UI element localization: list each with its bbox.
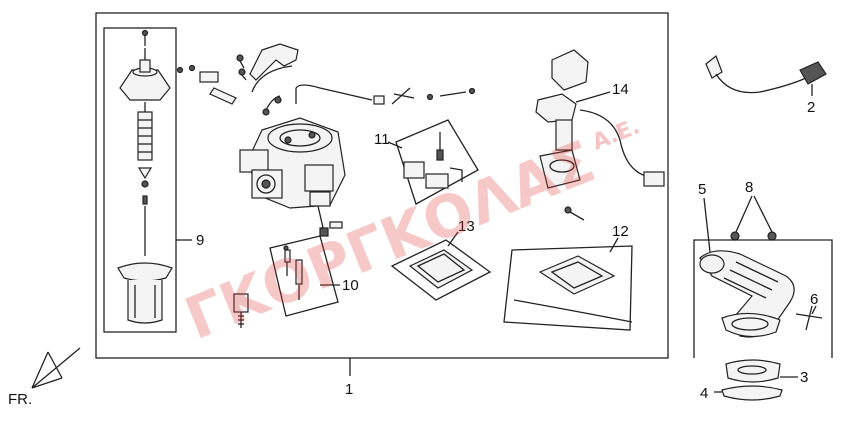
callout-12: 12: [612, 223, 629, 240]
callout-6: 6: [810, 291, 818, 308]
callout-5-leader: [703, 197, 711, 253]
callout-8-leader-a: [735, 195, 753, 233]
part-2-wire-lead: [705, 55, 827, 94]
callout-11-leader: [387, 141, 403, 149]
top-screws: [176, 54, 282, 105]
callout-6-leader: [811, 305, 817, 315]
callout-12-leader: [609, 237, 619, 253]
part-11-float-kit: [395, 119, 479, 205]
watermark-suffix: Α.Ε.: [589, 114, 644, 155]
part-3-insulator: [725, 359, 781, 383]
part-5-intake-manifold: [699, 250, 795, 338]
part-8-clamps: [730, 231, 777, 241]
intake-frame: [693, 239, 833, 358]
callout-13: 13: [458, 218, 475, 235]
part-6-vacuum-tee: [795, 305, 823, 331]
callout-14-leader: [575, 91, 611, 103]
carburetor-body: [239, 117, 346, 237]
part-10-jet-kit: [233, 235, 339, 328]
throttle-bracket: [249, 43, 299, 116]
kit-9-frame: [103, 27, 177, 333]
part-9-slide-assembly: [117, 29, 173, 324]
callout-14: 14: [612, 81, 629, 98]
part-13-gasket: [390, 239, 492, 301]
callout-1: 1: [345, 381, 353, 398]
part-12-gasket-oring: [503, 245, 633, 331]
callout-8-leader-b: [753, 195, 773, 233]
callout-11: 11: [374, 131, 390, 148]
fuel-hose: [295, 84, 476, 105]
callout-9: 9: [196, 232, 204, 249]
callout-2: 2: [807, 99, 815, 116]
front-direction-label: FR.: [8, 391, 32, 408]
callout-5: 5: [698, 181, 706, 198]
callout-4: 4: [700, 385, 708, 402]
part-14-auto-choke: [535, 49, 665, 221]
main-assembly-frame: [95, 12, 669, 359]
front-direction-arrow: [31, 347, 81, 389]
part-4-gasket: [721, 385, 783, 401]
callout-8: 8: [745, 179, 753, 196]
callout-3: 3: [800, 369, 808, 386]
callout-13-leader: [447, 231, 459, 247]
callout-10: 10: [342, 277, 359, 294]
